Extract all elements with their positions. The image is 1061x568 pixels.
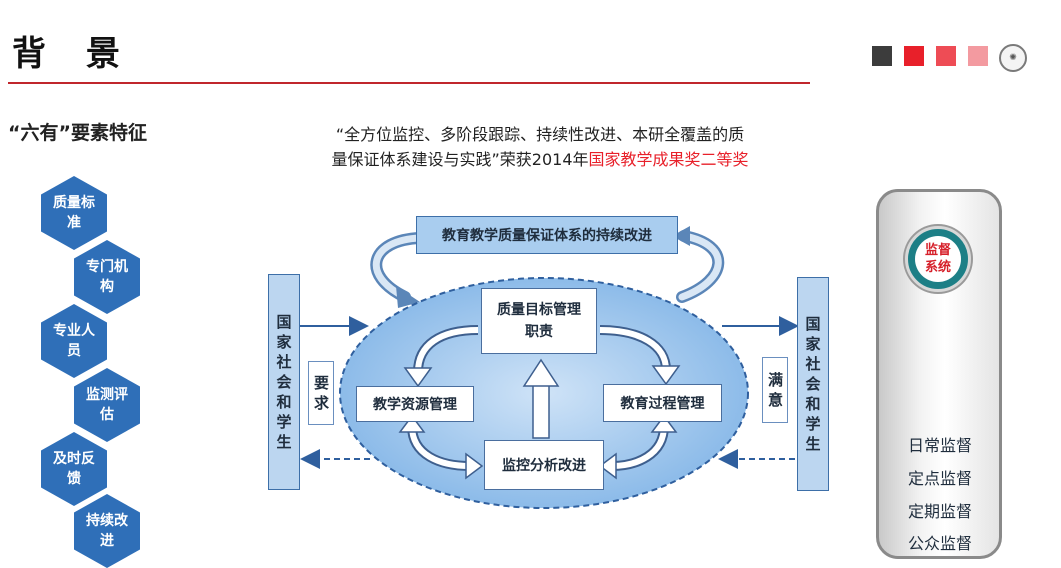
- left-stakeholder-label: 国家社会和学生: [276, 313, 292, 451]
- requirement-label: 要求: [314, 374, 330, 412]
- cycle-arrowhead-right: [651, 365, 681, 386]
- title-divider: [8, 82, 810, 84]
- supervision-item-daily: 日常监督: [907, 436, 972, 455]
- cycle-arrow-right-to-bottom-inner: [611, 425, 667, 469]
- six-elements-heading: “六有”要素特征: [8, 122, 147, 144]
- right-stakeholder-bar: 国家社会和学生: [797, 277, 829, 491]
- award-highlight: 国家教学成果奖二等奖: [588, 150, 749, 169]
- cycle-arrow-up-shaft: [532, 383, 550, 439]
- cycle-arrow-top-to-left-inner: [415, 327, 479, 373]
- right-stakeholder-label: 国家社会和学生: [805, 315, 821, 453]
- feedback-loop-right-arrowhead: [672, 226, 690, 246]
- requirement-box: 要求: [308, 361, 334, 425]
- page-title: 背 景: [12, 34, 134, 74]
- cycle-arrowhead-bottom-left-a: [398, 414, 426, 433]
- satisfaction-box: 满意: [762, 357, 788, 423]
- quality-goal-box: 质量目标管理职责: [481, 288, 597, 354]
- cycle-arrowhead-up: [522, 358, 560, 387]
- supervision-item-periodic: 定期监督: [907, 502, 972, 521]
- education-process-box: 教育过程管理: [603, 384, 722, 422]
- cycle-arrow-top-to-right-inner: [599, 327, 669, 371]
- supervision-system-label: 监督系统: [915, 236, 961, 282]
- cycle-arrowhead-bottom-right-b: [598, 452, 617, 480]
- feedback-loop-right-arrow-inner: [678, 232, 722, 301]
- hexagon-monitoring-evaluation: 监测评估: [74, 368, 140, 442]
- accent-square-4: [968, 46, 988, 66]
- accent-square-3: [936, 46, 956, 66]
- teaching-resource-box: 教学资源管理: [356, 386, 474, 422]
- accent-square-2: [904, 46, 924, 66]
- hexagon-timely-feedback: 及时反馈: [41, 432, 107, 506]
- feedback-loop-left-arrow-inner: [372, 234, 424, 301]
- supervision-item-public: 公众监督: [907, 534, 972, 553]
- accent-square-1: [872, 46, 892, 66]
- monitoring-analysis-box: 监控分析改进: [484, 440, 604, 490]
- award-line-2: 量保证体系建设与实践”荣获2014年国家教学成果奖二等奖: [250, 147, 830, 172]
- cycle-arrow-left-to-bottom-inner: [409, 425, 471, 469]
- award-line-1: “全方位监控、多阶段跟踪、持续性改进、本研全覆盖的质: [335, 125, 745, 144]
- left-stakeholder-bar: 国家社会和学生: [268, 274, 300, 490]
- hexagon-professional-staff: 专业人员: [41, 304, 107, 378]
- cycle-arrowhead-left: [403, 367, 433, 388]
- award-statement: “全方位监控、多阶段跟踪、持续性改进、本研全覆盖的质 量保证体系建设与实践”荣获…: [250, 122, 830, 172]
- cycle-arrowhead-bottom-left-b: [465, 452, 484, 480]
- award-line-2-prefix: 量保证体系建设与实践”荣获2014年: [331, 150, 589, 169]
- university-seal-icon: ✺: [999, 44, 1027, 72]
- cycle-arrowhead-bottom-right-a: [650, 414, 678, 433]
- feedback-loop-left-arrowhead: [396, 286, 420, 308]
- continuous-improvement-box: 教育教学质量保证体系的持续改进: [416, 216, 678, 254]
- satisfaction-label: 满意: [768, 371, 784, 409]
- supervision-item-fixed-point: 定点监督: [907, 469, 972, 488]
